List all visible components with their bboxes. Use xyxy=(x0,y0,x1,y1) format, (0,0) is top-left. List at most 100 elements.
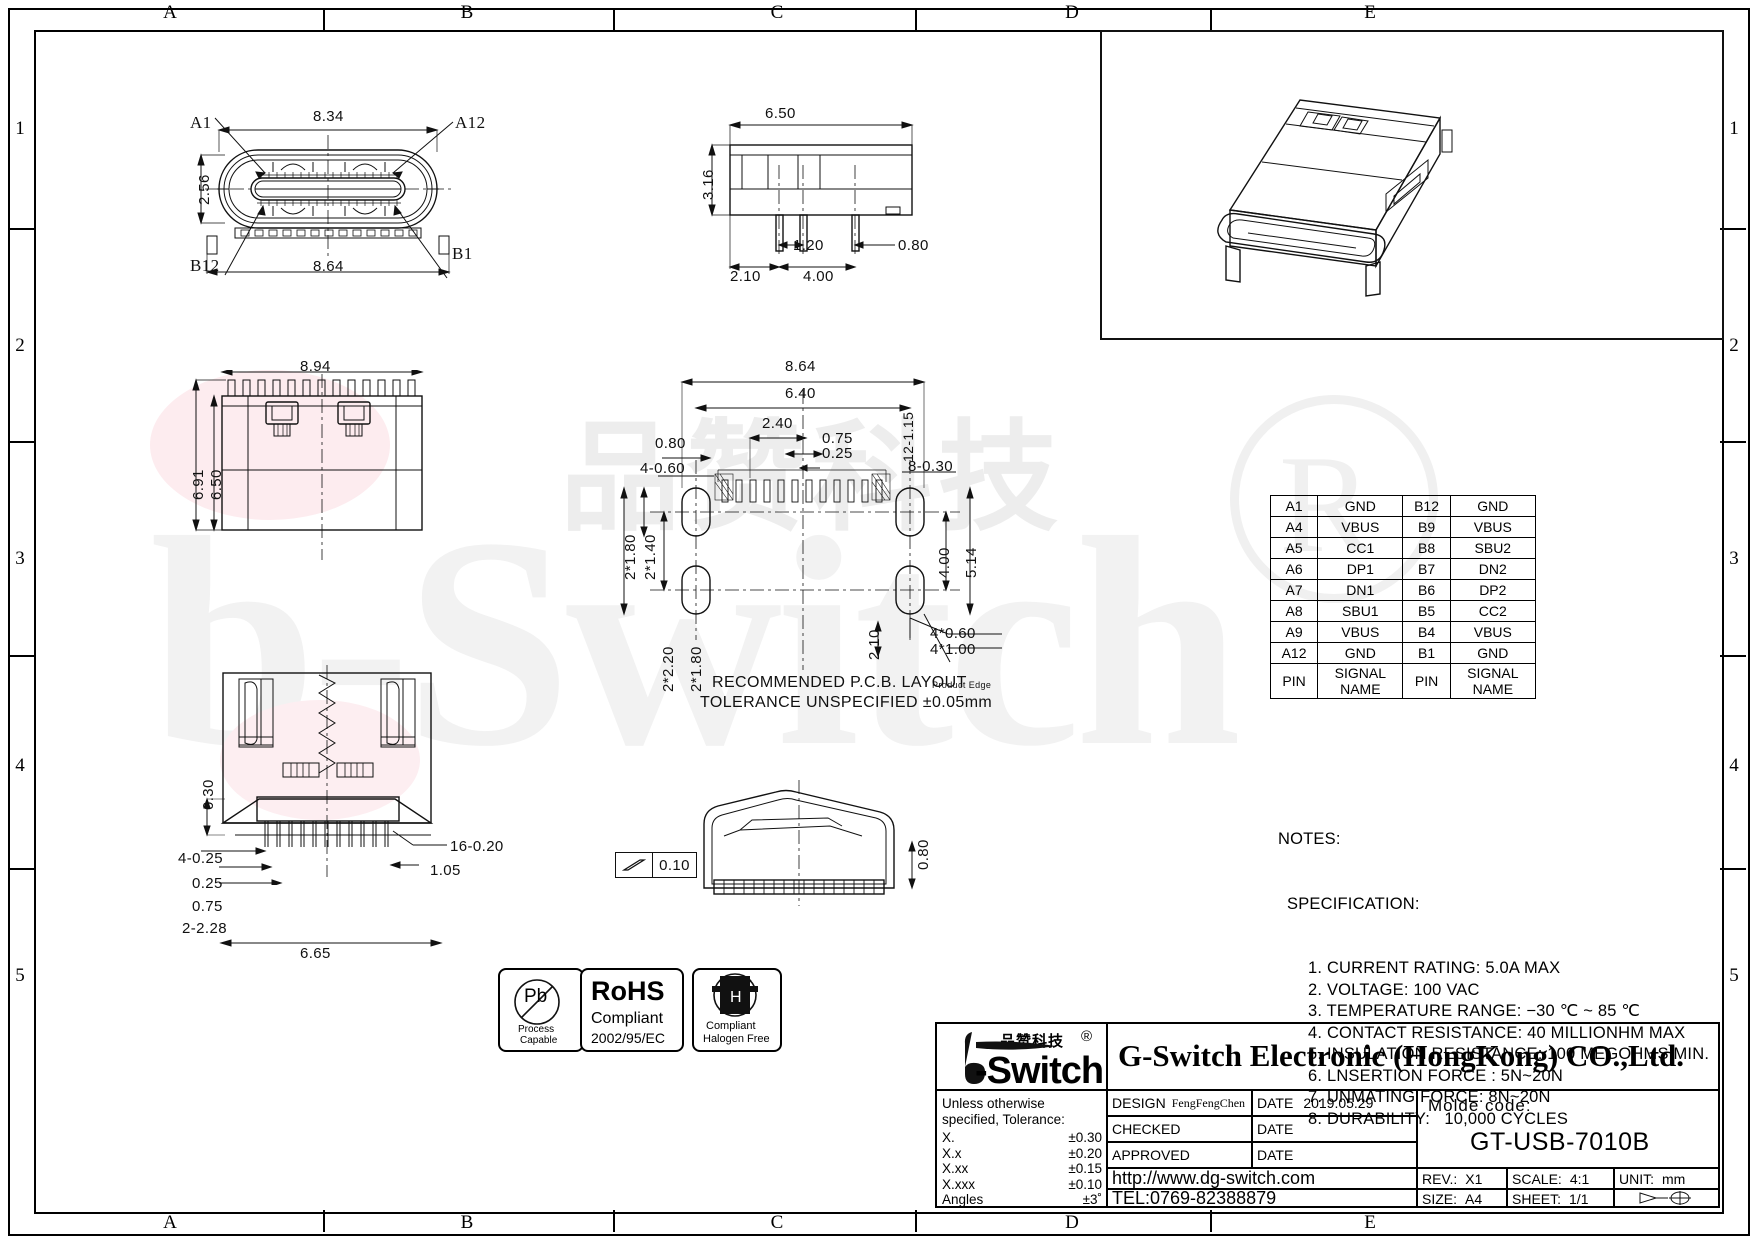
pin-b-cell: B5 xyxy=(1402,600,1451,622)
rohs-directive-label: 2002/95/EC xyxy=(591,1030,665,1046)
tolerance-row: X.±0.30 xyxy=(942,1130,1102,1146)
unit-value: mm xyxy=(1662,1170,1686,1187)
zone-label-right-5: 5 xyxy=(1729,965,1739,986)
frame-tick-v1 xyxy=(323,8,325,30)
scale-label: SCALE: xyxy=(1512,1170,1562,1187)
dim-2x1-80-a: 2*1.80 xyxy=(622,534,639,580)
frame-tick-h4r xyxy=(1720,868,1746,870)
pin-b-cell: PIN xyxy=(1402,663,1451,699)
tolerance-value: ±0.20 xyxy=(1068,1145,1102,1161)
frame-tick-v4 xyxy=(1210,8,1212,30)
pcb-layout-tolerance: TOLERANCE UNSPECIFIED ±0.05mm xyxy=(700,694,993,711)
signal-a-cell: GND xyxy=(1317,495,1404,517)
isometric-view xyxy=(1190,70,1490,300)
rohs-title: RoHS xyxy=(591,976,665,1006)
date-label-1: DATE xyxy=(1257,1095,1294,1111)
design-label: DESIGN xyxy=(1112,1095,1166,1111)
dim-4-00-side: 4.00 xyxy=(803,268,834,285)
tolerance-label: Angles xyxy=(942,1192,984,1207)
date-label-3: DATE xyxy=(1257,1147,1294,1163)
dim-8-64-front: 8.64 xyxy=(313,258,344,275)
callout-b12: B12 xyxy=(190,256,220,275)
approved-label-cell: APPROVED xyxy=(1107,1142,1252,1168)
website-cell[interactable]: http://www.dg-switch.com xyxy=(1107,1168,1417,1189)
sheet-value: 1/1 xyxy=(1569,1190,1589,1207)
dim-6-40: 6.40 xyxy=(785,385,816,402)
tolerance-row: X.xxx±0.10 xyxy=(942,1177,1102,1193)
tolerance-label: X. xyxy=(942,1130,955,1145)
dim-4-00-pcb: 4.00 xyxy=(936,547,953,578)
website-url[interactable]: http://www.dg-switch.com xyxy=(1112,1168,1316,1188)
size-cell: SIZE: A4 xyxy=(1417,1189,1507,1208)
note-item: 2. VOLTAGE: 100 VAC xyxy=(1308,980,1480,999)
zone-label-top-e: E xyxy=(1364,2,1376,23)
design-date-cell: DATE 2019.05.29 xyxy=(1252,1090,1417,1116)
sheet-border-outer xyxy=(8,8,1750,1236)
front-view xyxy=(185,110,485,300)
sheet-label: SHEET: xyxy=(1512,1190,1562,1207)
note-item: 5. INSULATION RESISTANCE: 100 MEGOHMS MI… xyxy=(1308,1045,1710,1063)
rev-value: X1 xyxy=(1465,1170,1483,1187)
note-item: 4. CONTACT RESISTANCE: 40 MILLIONHM MAX xyxy=(1308,1023,1686,1042)
dim-0-80-pcb: 0.80 xyxy=(655,435,686,452)
pin-a-cell: A4 xyxy=(1269,516,1319,538)
design-value: FengFengChen xyxy=(1171,1095,1246,1110)
tolerance-row: X.xx±0.15 xyxy=(942,1161,1102,1177)
approved-label: APPROVED xyxy=(1112,1147,1190,1163)
logo-cell xyxy=(935,1022,1107,1090)
registered-mark: ® xyxy=(1081,1028,1093,1045)
flatness-value: 0.10 xyxy=(659,856,690,874)
section-view xyxy=(680,780,970,910)
pin-a-cell: A6 xyxy=(1269,558,1319,580)
pcb-layout-title: RECOMMENDED P.C.B. LAYOUT xyxy=(712,674,967,691)
iso-view-box xyxy=(1100,30,1724,340)
side-view xyxy=(690,105,970,295)
first-angle-projection-icon xyxy=(1638,1191,1696,1206)
note-item: 3. TEMPERATURE RANGE: −30 ℃ ~ 85 ℃ xyxy=(1308,1002,1641,1020)
callout-a12: A12 xyxy=(455,113,486,132)
zone-label-top-a: A xyxy=(163,2,177,23)
pin-b-cell: B6 xyxy=(1402,579,1451,601)
dim-6-91: 6.91 xyxy=(190,469,207,500)
zone-label-left-5: 5 xyxy=(15,965,25,986)
zone-label-bottom-b: B xyxy=(460,1212,474,1233)
dim-2-2-28: 2-2.28 xyxy=(182,920,227,937)
logo-wordmark: -Switch xyxy=(975,1050,1104,1092)
approved-date-cell: DATE xyxy=(1252,1142,1417,1168)
signal-a-cell: DN1 xyxy=(1317,579,1404,601)
size-label: SIZE: xyxy=(1422,1190,1458,1207)
pin-b-cell: B4 xyxy=(1402,621,1451,643)
rev-label: REV.: xyxy=(1422,1170,1458,1187)
pin-a-cell: A12 xyxy=(1269,642,1319,664)
pcb-layout-view xyxy=(610,370,1010,680)
tolerance-value: ±0.15 xyxy=(1068,1161,1102,1176)
zone-label-left-3: 3 xyxy=(15,548,25,569)
pin-b-cell: B8 xyxy=(1402,537,1451,559)
dim-6-65-line xyxy=(215,935,455,951)
rohs-badge: RoHS Compliant 2002/95/EC xyxy=(580,968,684,1052)
frame-tick-v2 xyxy=(613,8,615,30)
flatness-control-frame: 0.10 xyxy=(615,852,697,878)
tolerance-heading-1: Unless otherwise xyxy=(942,1096,1045,1111)
mold-code-label: Molde code: xyxy=(1428,1096,1532,1115)
rohs-compliant-label: Compliant xyxy=(591,1010,664,1027)
frame-tick-h1 xyxy=(8,228,34,230)
dim-8-0-30: 8-0.30 xyxy=(908,458,953,475)
pin-a-cell: A1 xyxy=(1269,495,1319,517)
signal-a-cell: VBUS xyxy=(1317,516,1404,538)
callout-b1: B1 xyxy=(452,244,473,263)
dim-12-1-15: 12-1.15 xyxy=(900,411,916,462)
frame-tick-h3 xyxy=(8,655,34,657)
dim-8-94: 8.94 xyxy=(300,358,331,375)
dim-2-10-pcb: 2.10 xyxy=(866,629,883,660)
frame-tick-v4b xyxy=(1210,1210,1212,1232)
logo-swoosh-icon xyxy=(950,1028,1100,1086)
projection-symbol-cell xyxy=(1614,1189,1720,1208)
dim-0-80-side: 0.80 xyxy=(898,237,929,254)
zone-label-right-4: 4 xyxy=(1729,755,1739,776)
